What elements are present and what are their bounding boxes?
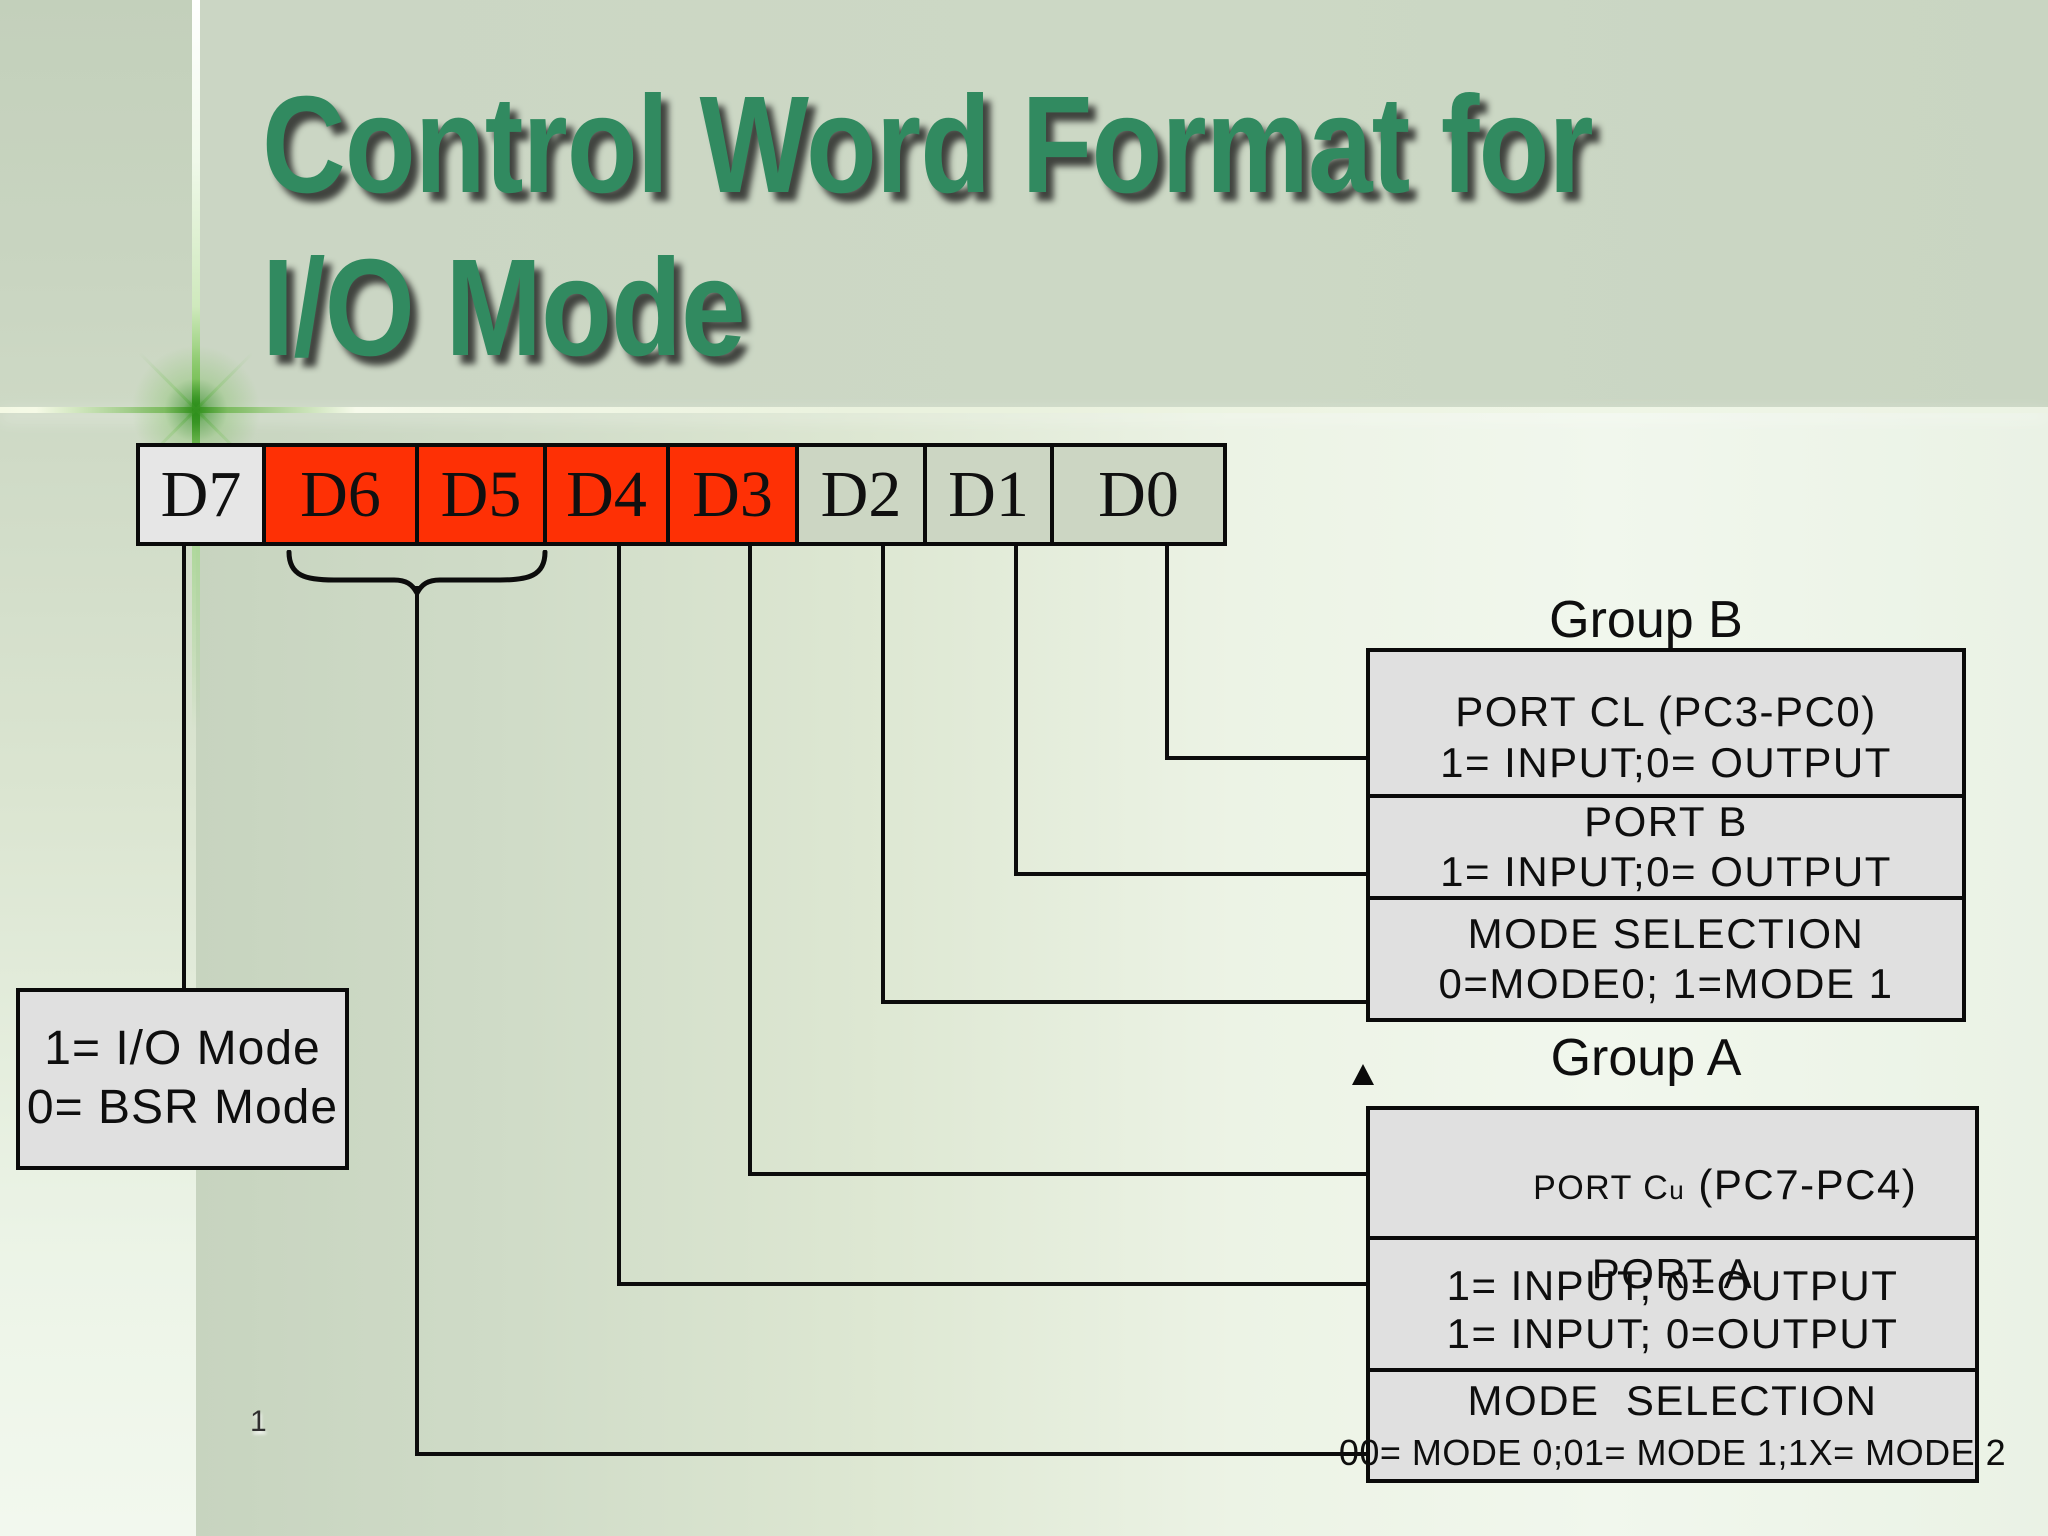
up-triangle-icon — [1352, 1064, 1374, 1085]
bit-cell-d4: D4 — [543, 447, 666, 542]
background-title-band — [196, 0, 2048, 407]
row-line: PORT B — [1584, 797, 1748, 845]
port-cu-sub: u — [1669, 1175, 1686, 1206]
bit-cell-d6: D6 — [262, 447, 415, 542]
bit-cell-d1: D1 — [923, 447, 1050, 542]
io-mode-line: 1= I/O Mode — [44, 1022, 321, 1076]
group-b-row-mode-selection: MODE SELECTION 0=MODE0; 1=MODE 1 — [1370, 896, 1962, 1018]
row-line: 1= INPUT; 0=OUTPUT — [1446, 1309, 1899, 1357]
connector-d4-horizontal — [617, 1282, 1366, 1286]
group-b-row-port-cl: PORT CL (PC3-PC0) 1= INPUT;0= OUTPUT — [1370, 652, 1962, 794]
row-line: 1= INPUT;0= OUTPUT — [1440, 738, 1892, 786]
control-word-bit-row: D7 D6 D5 D4 D3 D2 D1 D0 — [136, 443, 1227, 546]
connector-d3-vertical — [748, 546, 752, 1176]
row-line: 0=MODE0; 1=MODE 1 — [1438, 960, 1894, 1007]
connector-d2-vertical — [881, 546, 885, 1004]
connector-d0-vertical — [1165, 546, 1169, 760]
bit-cell-d5: D5 — [415, 447, 543, 542]
group-a-box: PORT Cu (PC7-PC4) 1= INPUT; 0=OUTPUT POR… — [1339, 1106, 2006, 1483]
group-b-label: Group B — [1549, 591, 1743, 649]
bsr-mode-line: 0= BSR Mode — [26, 1081, 339, 1134]
row-line: MODE SELECTION — [1467, 1377, 1878, 1425]
bit-cell-d7: D7 — [140, 447, 262, 542]
group-a-row-mode-selection: MODE SELECTION 00= MODE 0;01= MODE 1;1X=… — [1339, 1368, 2006, 1479]
row-line: PORT CL (PC3-PC0) — [1455, 688, 1877, 736]
background-left-column — [0, 0, 196, 1536]
connector-d1-vertical — [1014, 546, 1018, 876]
connector-d7-vertical — [182, 546, 186, 988]
bit-cell-d2: D2 — [795, 447, 923, 542]
row-line: MODE SELECTION — [1467, 909, 1865, 957]
connector-d1-horizontal — [1014, 872, 1366, 876]
connector-d6d5-horizontal — [415, 1452, 1366, 1456]
port-cu-prefix: PORT C — [1533, 1169, 1670, 1208]
connector-d6d5-vertical — [415, 586, 419, 1456]
horizontal-accent-line — [0, 407, 2048, 413]
row-line: PORT Cu (PC7-PC4) — [1428, 1110, 1918, 1261]
row-line: 00= MODE 0;01= MODE 1;1X= MODE 2 — [1338, 1432, 2007, 1474]
bit-cell-d3: D3 — [666, 447, 795, 542]
group-a-row-port-cu: PORT Cu (PC7-PC4) 1= INPUT; 0=OUTPUT — [1370, 1110, 1975, 1309]
group-a-row-port-a: PORT A 1= INPUT; 0=OUTPUT — [1370, 1236, 1975, 1368]
port-cu-range: (PC7-PC4) — [1685, 1161, 1918, 1209]
row-line: 1= INPUT;0= OUTPUT — [1440, 848, 1892, 895]
connector-d0-horizontal — [1165, 756, 1366, 760]
connector-d3-horizontal — [748, 1172, 1366, 1176]
title-line-1: Control Word Format for — [262, 68, 1594, 222]
row-line: PORT A — [1591, 1250, 1754, 1298]
connector-d2-horizontal — [881, 1000, 1366, 1004]
bit-cell-d0: D0 — [1050, 447, 1223, 542]
page-title: Control Word Format for I/O Mode — [262, 64, 1594, 390]
group-b-box: PORT CL (PC3-PC0) 1= INPUT;0= OUTPUT POR… — [1366, 648, 1966, 1022]
io-bsr-mode-box: 1= I/O Mode 0= BSR Mode — [16, 988, 349, 1170]
group-b-row-port-b: PORT B 1= INPUT;0= OUTPUT — [1370, 794, 1962, 896]
page-number: 1 — [250, 1405, 267, 1438]
connector-d4-vertical — [617, 546, 621, 1286]
row-line: 1= INPUT; 0=OUTPUT — [1446, 1262, 1899, 1310]
group-a-label: Group A — [1550, 1029, 1742, 1087]
title-line-2: I/O Mode — [262, 230, 746, 385]
